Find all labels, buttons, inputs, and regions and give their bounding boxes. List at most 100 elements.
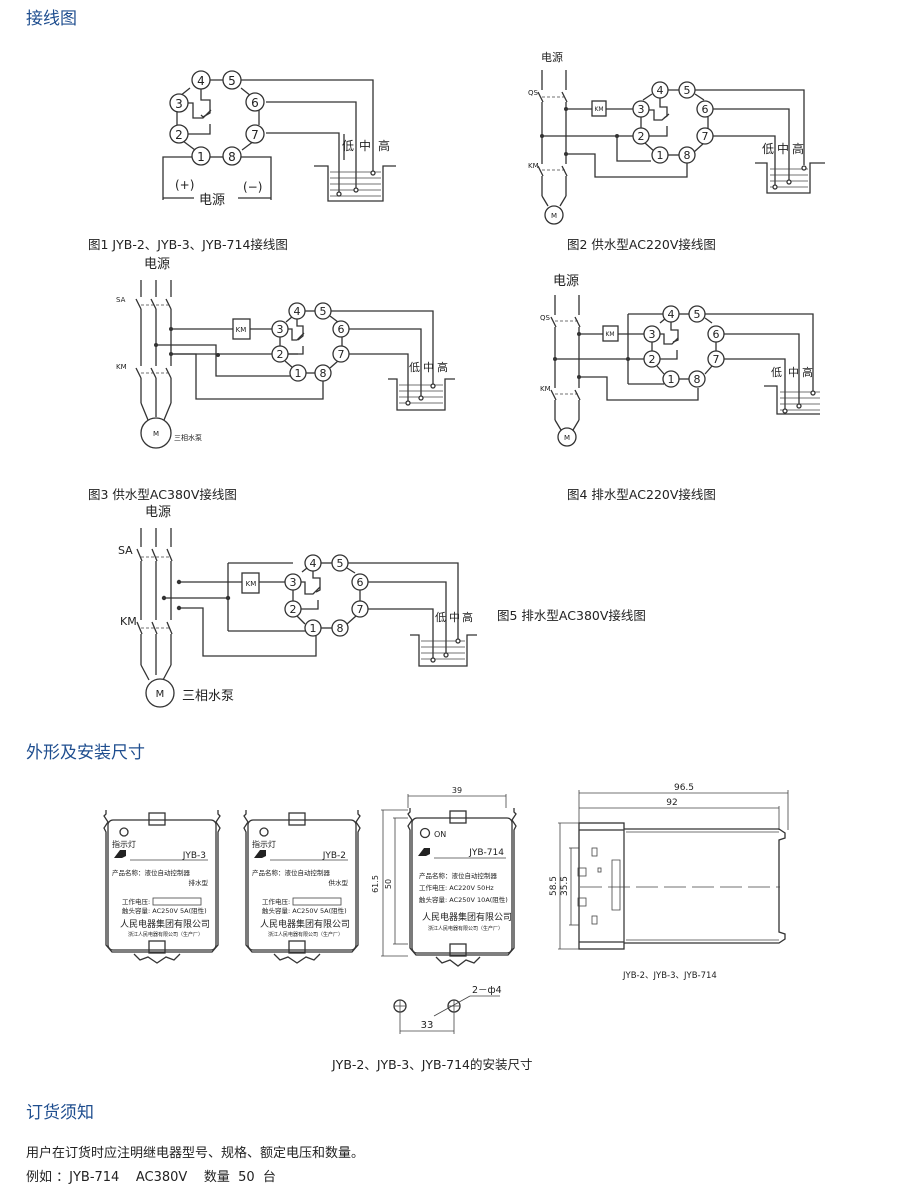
fig5-pump-label: 三相水泵 (182, 689, 234, 704)
jyb714-model: JYB-714 (468, 848, 504, 858)
fig1-t3: 3 (175, 97, 183, 111)
fig5-t2: 2 (290, 603, 297, 616)
fig1-minus: (−) (243, 180, 262, 194)
fig2-mid: 中 (777, 141, 789, 156)
jyb2-contact: 触头容量: AC250V 5A(阻性) (262, 906, 347, 915)
fig4-mid: 中 (788, 366, 799, 379)
fig1-t6: 6 (251, 96, 259, 110)
fig3-t7: 7 (338, 348, 345, 361)
dimensions-caption: JYB-2、JYB-3、JYB-714的安装尺寸 (332, 1057, 533, 1072)
fig5-t3: 3 (290, 576, 297, 589)
fig3-low: 低 (409, 361, 420, 374)
logo-icon (114, 850, 126, 858)
fig5-high: 高 (462, 610, 473, 624)
fig4-t3: 3 (649, 328, 656, 341)
fig2-t5: 5 (684, 84, 691, 97)
jyb3-model: JYB-3 (182, 851, 206, 861)
jyb3-factory: 浙江人民电器有限公司（生产厂） (128, 931, 203, 938)
jyb2-type: 供水型 (329, 878, 349, 887)
fig5-low: 低 (435, 611, 446, 624)
fig2-high: 高 (792, 141, 804, 156)
fig1-terminals (169, 70, 265, 166)
device-jyb2-front: 指示灯 JYB-2 产品名称：液位自动控制器 供水型 工作电压: 触头容量: A… (243, 810, 361, 964)
fig5-t4: 4 (310, 557, 317, 570)
dim-depth-inner: 92 (666, 798, 677, 808)
fig1-t2: 2 (175, 128, 183, 142)
fig5-mid: 中 (449, 611, 460, 624)
jyb2-model: JYB-2 (322, 851, 346, 861)
fig2-km-coil: KM (594, 106, 603, 113)
probe-mid (353, 187, 359, 193)
fig3-power: 电源 (144, 257, 170, 272)
fig4-km-coil: KM (605, 331, 614, 338)
fig4-motor (557, 427, 577, 447)
fig5-t8: 8 (337, 622, 344, 635)
fig4-t2: 2 (649, 353, 656, 366)
fig4-power: 电源 (553, 274, 579, 289)
dim-height-inner: 50 (384, 879, 393, 889)
jyb2-factory: 浙江人民电器有限公司（生产厂） (268, 931, 343, 938)
jyb3-contact: 触头容量: AC250V 5A(阻性) (122, 906, 207, 915)
fig3-km: KM (116, 363, 127, 371)
fig1-caption: 图1 JYB-2、JYB-3、JYB-714接线图 (88, 237, 288, 252)
fig2-t8: 8 (684, 149, 691, 162)
device-jyb714-front: ON JYB-714 产品名称：液位自动控制器 工作电压: AC220V 50H… (407, 808, 517, 967)
fig4-motor-label: M (564, 434, 570, 442)
dim-height-outer: 61.5 (371, 875, 380, 893)
mounting-holes: 33 2－ф4 (393, 985, 502, 1034)
dim-width: 39 (452, 786, 462, 795)
fig3-t5: 5 (320, 305, 327, 318)
fig4-t5: 5 (694, 308, 701, 321)
fig1-plus: (+) (175, 178, 194, 192)
dim-side-inner: 35.5 (560, 876, 570, 896)
fig3-t6: 6 (338, 323, 345, 336)
jyb714-product-name: 产品名称：液位自动控制器 (419, 871, 498, 880)
fig4-t6: 6 (713, 328, 720, 341)
fig3-t4: 4 (294, 305, 301, 318)
fig5-t6: 6 (357, 576, 364, 589)
device-side-view: 96.5 92 58.5 35.5 JYB-2、JYB-3、JYB-714 (549, 783, 789, 981)
fig2-motor (544, 205, 564, 225)
fig2-qs: QS (528, 89, 539, 97)
fig4-low: 低 (771, 366, 782, 379)
jyb3-type: 排水型 (189, 878, 209, 887)
fig3-mid: 中 (423, 361, 434, 374)
fig2-t4: 4 (657, 84, 664, 97)
jyb714-indicator: ON (434, 830, 446, 839)
fig2-t3: 3 (638, 103, 645, 116)
dimensions-section-title: 外形及安装尺寸 (26, 743, 145, 763)
fig5-diagram: 电源 SA KM M 三相水泵 KM (118, 505, 477, 708)
jyb3-voltage-label: 工作电压: (122, 897, 150, 906)
fig5-power: 电源 (145, 505, 171, 520)
side-view-caption: JYB-2、JYB-3、JYB-714 (622, 971, 717, 981)
jyb3-indicator: 指示灯 (112, 839, 136, 849)
logo-icon (418, 848, 430, 856)
jyb714-contact: 触头容量: AC250V 10A(阻性) (419, 895, 508, 904)
fig1-t8: 8 (228, 150, 236, 164)
fig3-km-coil: KM (236, 326, 247, 334)
fig4-high: 高 (802, 365, 813, 379)
fig4-caption: 图4 排水型AC220V接线图 (567, 487, 716, 502)
fig3-motor (140, 417, 172, 449)
fig2-t2: 2 (638, 130, 645, 143)
fig4-t4: 4 (668, 308, 675, 321)
jyb3-company: 人民电器集团有限公司 (120, 918, 210, 930)
fig2-motor-label: M (551, 212, 557, 220)
fig3-t2: 2 (277, 348, 284, 361)
fig4-t7: 7 (713, 353, 720, 366)
jyb714-factory: 浙江人民电器有限公司（生产厂） (428, 925, 503, 932)
fig3-t1: 1 (295, 367, 302, 380)
fig5-motor-label: M (156, 689, 165, 700)
fig3-t8: 8 (320, 367, 327, 380)
fig5-motor (145, 678, 175, 708)
jyb714-company: 人民电器集团有限公司 (422, 911, 512, 923)
jyb2-company: 人民电器集团有限公司 (260, 918, 350, 930)
fig2-caption: 图2 供水型AC220V接线图 (567, 237, 716, 252)
jyb2-product-name: 产品名称：液位自动控制器 (252, 868, 331, 877)
fig5-sa: SA (118, 544, 133, 557)
fig5-caption: 图5 排水型AC380V接线图 (497, 608, 646, 623)
fig4-diagram: 电源 QS KM M KM (540, 274, 820, 447)
fig3-motor-label: M (153, 430, 159, 438)
ordering-line-2: 例如 ：JYB-714 AC380V 数量 50 台 (26, 1170, 276, 1185)
